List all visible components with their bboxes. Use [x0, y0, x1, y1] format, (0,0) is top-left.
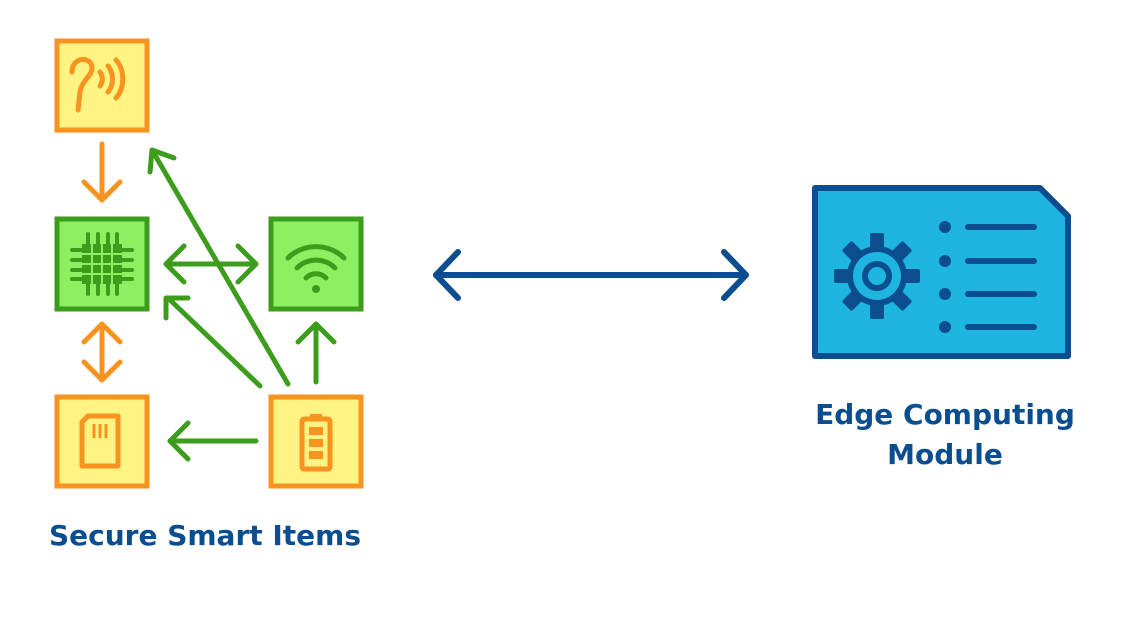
link-arrow-bidirectional	[433, 249, 749, 301]
sd-card-item-box	[54, 394, 150, 489]
cpu-item-box	[54, 216, 150, 312]
edge-computing-module-label: Edge Computing Module	[795, 395, 1095, 475]
gear-icon	[834, 233, 920, 319]
arrow-battery-to-cpu	[163, 295, 263, 389]
arrow-battery-to-sd	[167, 420, 259, 462]
edge-module-label-line2: Module	[887, 438, 1003, 471]
arrow-battery-to-nfc	[147, 147, 291, 387]
battery-icon	[299, 414, 333, 472]
arrow-battery-to-wifi	[295, 321, 337, 385]
item-arrows	[81, 141, 337, 462]
edge-module-label-line1: Edge Computing	[815, 398, 1075, 431]
arrow-cpu-sd	[81, 321, 123, 383]
nfc-icon	[69, 57, 126, 113]
nfc-item-box	[54, 38, 150, 133]
cpu-chip-icon	[70, 232, 134, 296]
wifi-item-box	[268, 216, 364, 312]
arrow-cpu-wifi	[163, 243, 259, 285]
module-list-icon	[939, 221, 1037, 333]
battery-item-box	[268, 394, 364, 489]
edge-module-card	[812, 185, 1071, 359]
wifi-icon	[285, 244, 347, 293]
arrow-nfc-to-cpu	[81, 141, 123, 203]
secure-smart-items-label: Secure Smart Items	[48, 519, 362, 552]
sd-card-icon	[79, 413, 121, 469]
